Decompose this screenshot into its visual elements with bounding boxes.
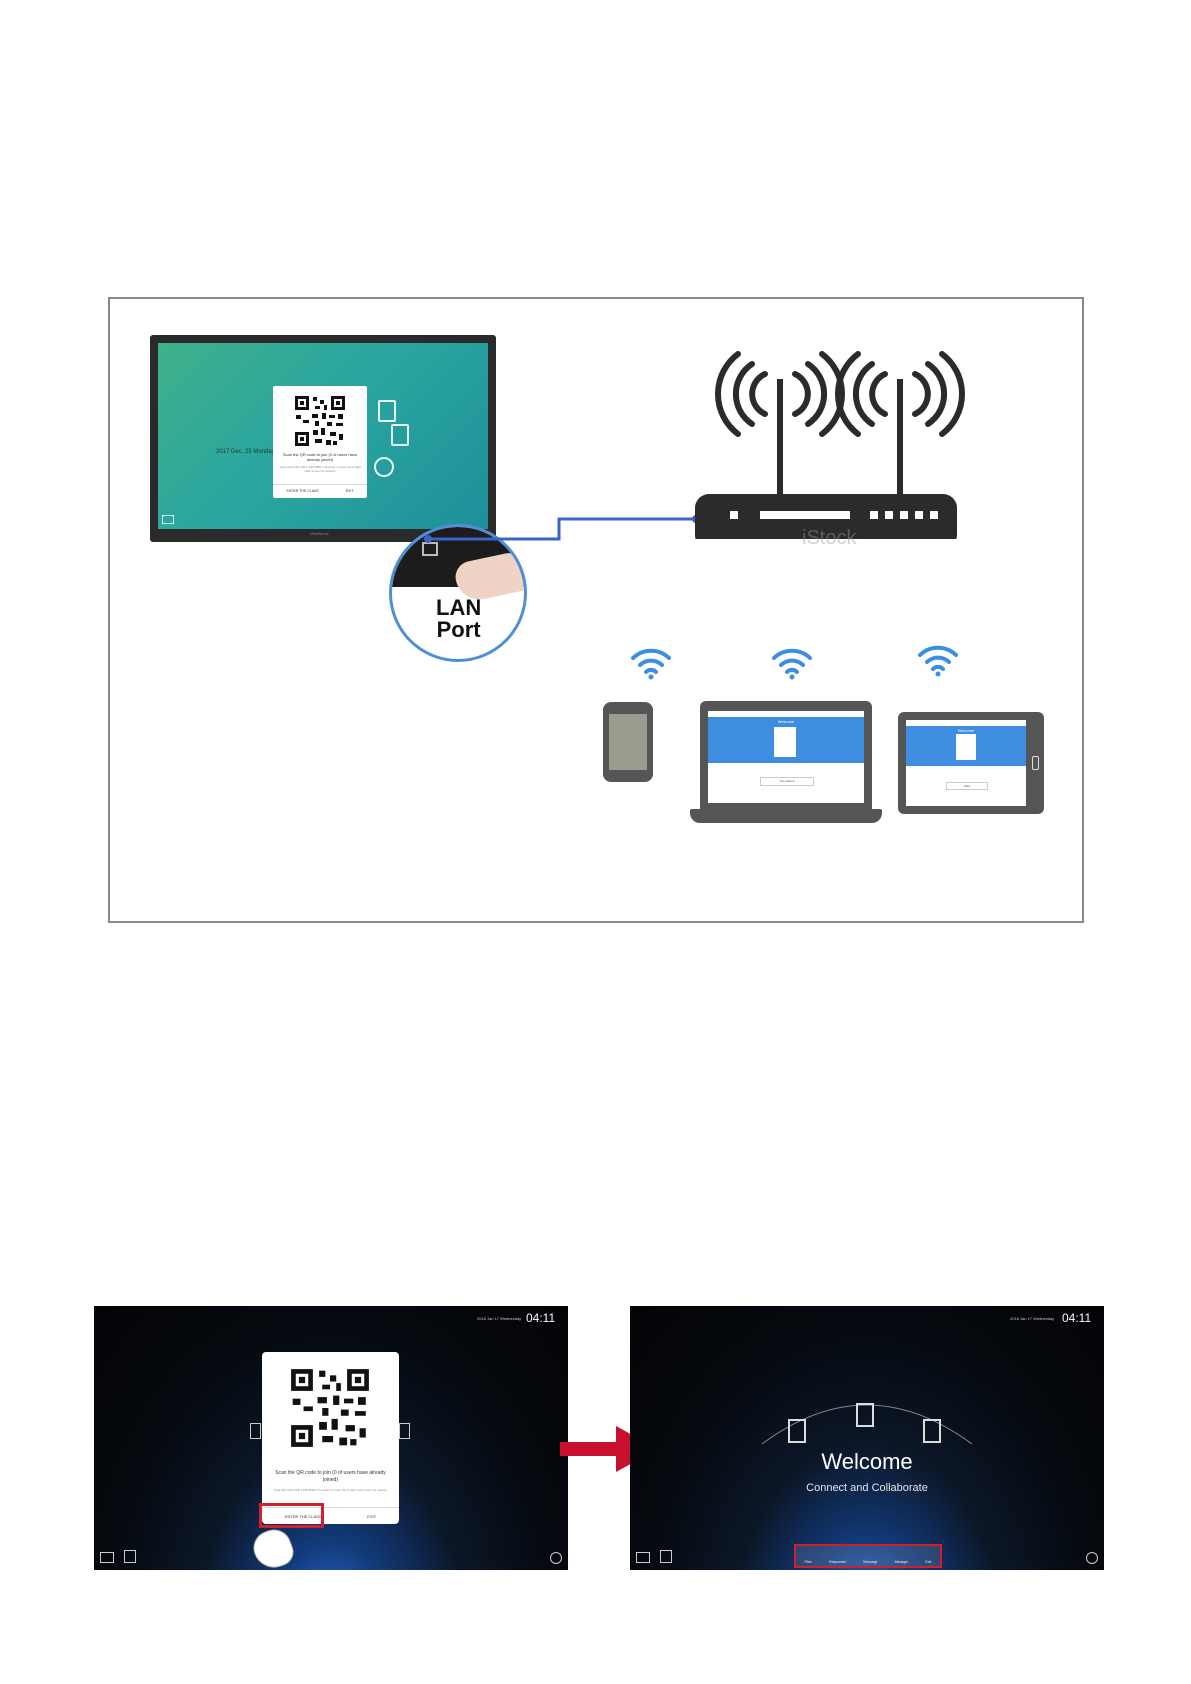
screen-qr-dialog: 2018 Jan 17 Wednesday 04:11 Scan the QR … [94, 1306, 568, 1570]
home-icon [636, 1552, 650, 1563]
wifi-icon [628, 644, 674, 680]
wifi-icon [915, 641, 961, 677]
door-icon [250, 1423, 261, 1439]
qr-code-icon [288, 1366, 372, 1450]
stock-watermark: iStock [802, 527, 856, 550]
tablet: Welcome Start [898, 712, 1044, 814]
screen-welcome: 2018 Jan 17 Wednesday 04:11 Welcome Conn… [630, 1306, 1104, 1570]
router-icon [680, 339, 970, 539]
tablet-app-title: Welcome [906, 728, 1026, 733]
time-label: 04:11 [526, 1311, 555, 1325]
phone-screen [609, 714, 647, 770]
toolbar-exit[interactable]: Exit [926, 1560, 932, 1564]
avatar [774, 727, 796, 757]
door-icon [856, 1403, 874, 1427]
laptop-app-title: Welcome [708, 719, 864, 724]
finger-tap-icon [249, 1525, 298, 1570]
tablet-app-button[interactable]: Start [946, 782, 988, 790]
enter-class-highlight [259, 1503, 324, 1528]
qr-dialog: Scan the QR code to join (0 of users hav… [262, 1352, 399, 1524]
door-icon [788, 1419, 806, 1443]
laptop-app-button[interactable]: Get started [760, 777, 814, 786]
menu-icon[interactable] [1086, 1552, 1098, 1564]
laptop-lid: Welcome Get started [700, 701, 872, 809]
toolbar-manager[interactable]: Manager [895, 1560, 909, 1564]
dialog-subtext: Type http://192.168.1.100:8080 in browse… [272, 1488, 389, 1492]
welcome-title: Welcome [630, 1449, 1104, 1475]
menu-icon[interactable] [550, 1552, 562, 1564]
dialog-text: Scan the QR code to join (0 of users hav… [272, 1470, 389, 1484]
bottom-toolbar: Files Responder Message Manager Exit [794, 1544, 942, 1568]
date-label: 2018 Jan 17 Wednesday [477, 1316, 521, 1321]
time-label: 04:11 [1062, 1311, 1091, 1325]
toolbar-message[interactable]: Message [863, 1560, 877, 1564]
network-diagram: 2017 Dec. 25 Monday Scan the [108, 297, 1084, 923]
welcome-subtitle: Connect and Collaborate [630, 1482, 1104, 1494]
network-icon [124, 1550, 136, 1563]
toolbar-responder[interactable]: Responder [829, 1560, 846, 1564]
router: iStock [680, 339, 970, 539]
date-label: 2018 Jan 17 Wednesday [1010, 1316, 1054, 1321]
door-icon [923, 1419, 941, 1443]
smartphone [603, 702, 653, 782]
wifi-icon [769, 644, 815, 680]
laptop-screen: Welcome Get started [708, 711, 864, 803]
home-icon [100, 1552, 114, 1563]
door-icon [399, 1423, 410, 1439]
tablet-screen: Welcome Start [906, 720, 1026, 806]
laptop: Welcome Get started [690, 701, 882, 827]
avatar [956, 734, 976, 760]
laptop-base [690, 809, 882, 823]
exit-button[interactable]: EXIT [367, 1514, 376, 1519]
toolbar-files[interactable]: Files [805, 1560, 812, 1564]
home-button [1032, 756, 1039, 770]
network-icon [660, 1550, 672, 1563]
